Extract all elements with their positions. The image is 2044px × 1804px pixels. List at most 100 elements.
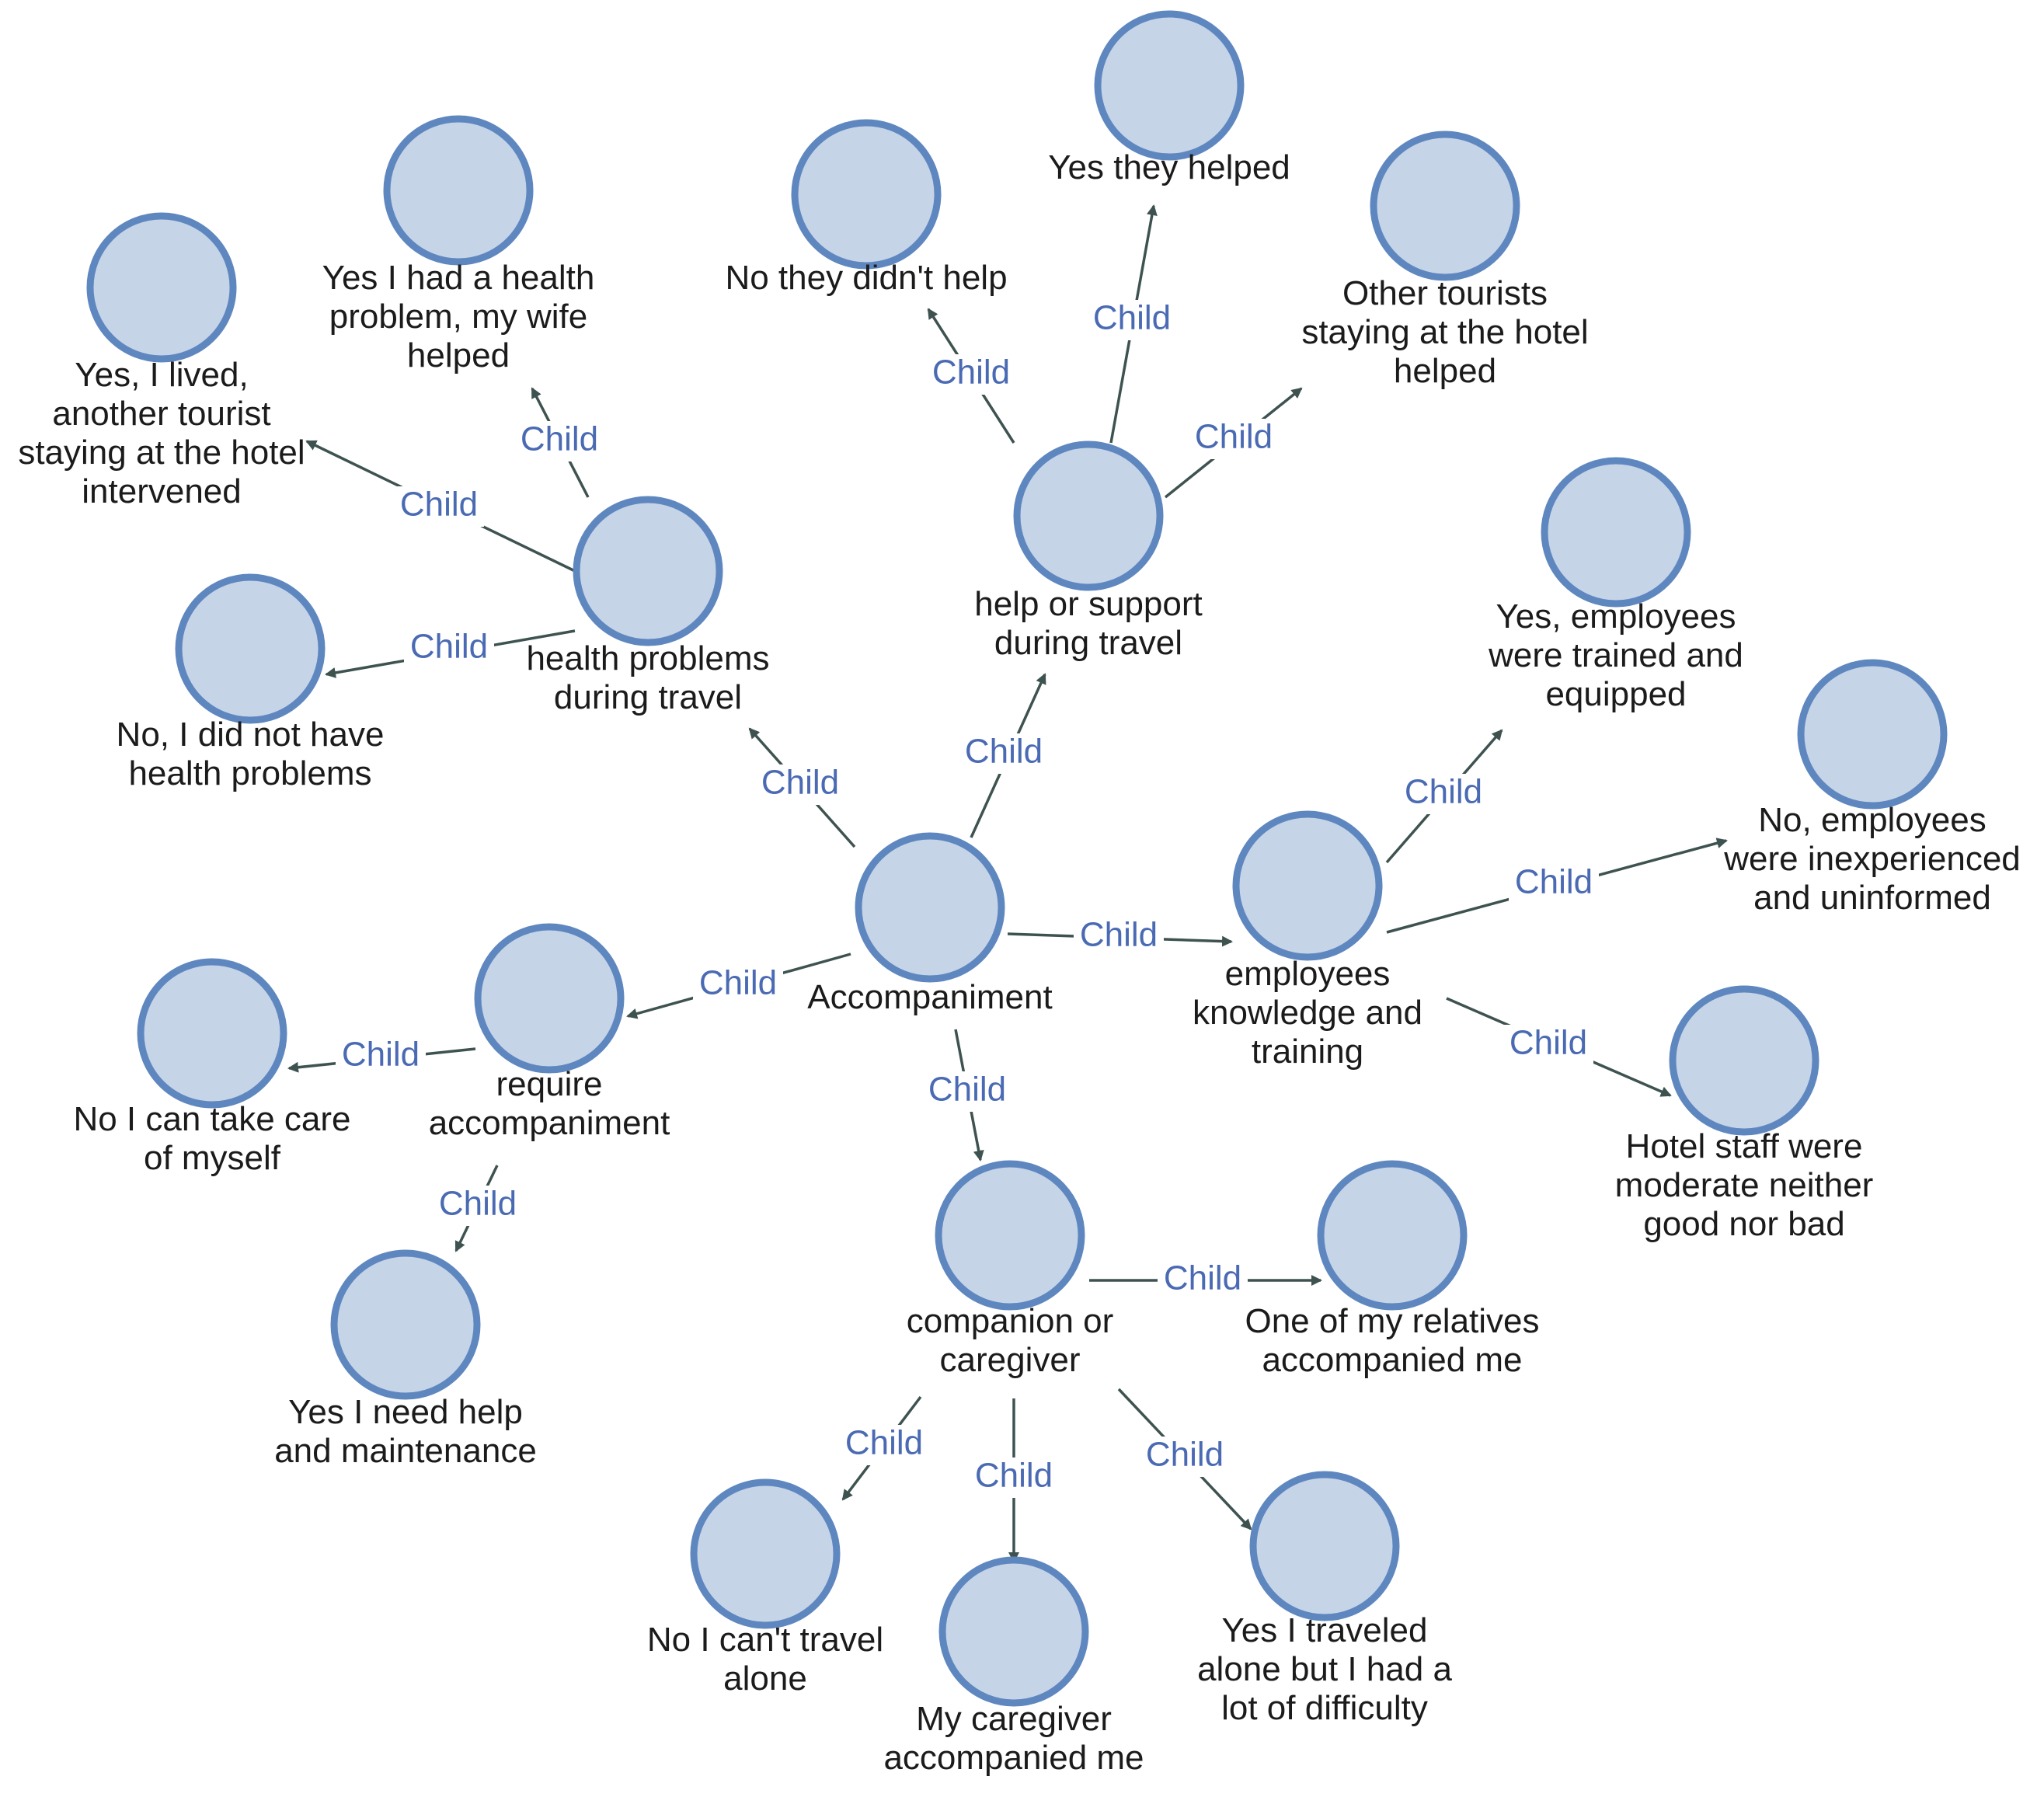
edge-label: Child: [845, 1424, 923, 1462]
node-label-line: Yes, employees: [1496, 597, 1736, 636]
node-circle[interactable]: [1541, 457, 1691, 608]
edge-label: Child: [410, 628, 488, 666]
edge-label: Child: [932, 353, 1010, 392]
node-label-line: Yes they helped: [1048, 148, 1290, 186]
node-label-line: health problems: [128, 754, 371, 792]
node-label-line: another tourist: [52, 395, 270, 433]
node-label-line: Accompaniment: [807, 978, 1052, 1016]
node-label: Yes they helped: [1048, 148, 1290, 186]
node-circle[interactable]: [474, 923, 625, 1074]
node-label-line: helped: [1394, 352, 1496, 390]
node-circle[interactable]: [791, 119, 942, 270]
edge-label-background: [755, 764, 845, 805]
node-circle[interactable]: [938, 1556, 1089, 1707]
edge-label-background: [1503, 1025, 1593, 1065]
node-label-line: alone: [723, 1659, 807, 1698]
node-circle[interactable]: [86, 212, 237, 363]
node-label-line: during travel: [554, 678, 742, 716]
edge-label-background: [336, 1036, 426, 1077]
node-label-line: caregiver: [940, 1341, 1081, 1379]
node-label-line: Yes I need help: [288, 1393, 523, 1431]
node-label-line: No, employees: [1758, 801, 1986, 839]
edge-label-background: [926, 354, 1016, 395]
edge-require-to-no_care: Child: [287, 1036, 476, 1077]
edge-label-background: [1158, 1260, 1248, 1301]
node-circle[interactable]: [1317, 1160, 1468, 1311]
node-circle[interactable]: [690, 1478, 841, 1629]
edge-label: Child: [400, 486, 478, 524]
edge-label: Child: [1515, 863, 1593, 901]
node-circle[interactable]: [1094, 10, 1245, 161]
edge-label: Child: [699, 964, 777, 1002]
node-circle[interactable]: [383, 115, 534, 266]
edge-health-to-no_health: Child: [325, 628, 576, 678]
edge-accompaniment-to-companion: Child: [922, 1029, 1012, 1161]
node-circle[interactable]: [935, 1160, 1085, 1311]
node-label-line: helped: [407, 336, 510, 374]
node-circle[interactable]: [175, 573, 326, 724]
edge-employees-to-yes_trained: Child: [1385, 729, 1503, 864]
node-circle[interactable]: [1370, 131, 1520, 281]
node-label-line: companion or: [907, 1302, 1114, 1340]
node-circle[interactable]: [1797, 659, 1948, 810]
edge-label: Child: [342, 1036, 420, 1074]
node-label-line: help or support: [974, 585, 1203, 623]
node-label-line: Yes I had a health: [322, 259, 595, 297]
node-label-line: employees: [1225, 955, 1391, 993]
edge-label-background: [969, 1457, 1059, 1498]
node-label-line: moderate neither: [1615, 1166, 1874, 1204]
node-accompaniment[interactable]: Accompaniment: [807, 832, 1053, 1016]
node-circle[interactable]: [573, 496, 723, 646]
node-label-line: problem, my wife: [329, 298, 588, 336]
node-label: No they didn't help: [725, 259, 1007, 297]
node-circle[interactable]: [1232, 810, 1383, 961]
node-label-line: Hotel staff were: [1626, 1127, 1863, 1165]
edge-label-background: [959, 733, 1049, 774]
edge-accompaniment-to-help: Child: [959, 673, 1049, 838]
node-circle[interactable]: [1013, 441, 1164, 591]
node-circle[interactable]: [855, 832, 1005, 983]
edge-label: Child: [965, 733, 1043, 771]
node-yes-helped[interactable]: Yes they helped: [1048, 10, 1290, 186]
edge-companion-to-relatives: Child: [1089, 1259, 1322, 1301]
node-label-line: and maintenance: [274, 1432, 537, 1470]
node-circle[interactable]: [330, 1249, 481, 1400]
node-label-line: accompaniment: [429, 1104, 670, 1142]
node-no-help[interactable]: No they didn't help: [725, 119, 1008, 297]
node-label-line: No, I did not have: [117, 716, 385, 754]
node-label-line: health problems: [526, 639, 769, 677]
edge-label: Child: [1405, 773, 1482, 811]
node-circle[interactable]: [137, 958, 287, 1109]
node-label-line: knowledge and: [1193, 994, 1422, 1032]
node-circle[interactable]: [1669, 985, 1819, 1136]
node-circle[interactable]: [1249, 1471, 1400, 1621]
node-label-line: No I can't travel: [647, 1621, 883, 1659]
node-label-line: staying at the hotel: [18, 434, 305, 472]
edge-label-background: [693, 965, 783, 1005]
